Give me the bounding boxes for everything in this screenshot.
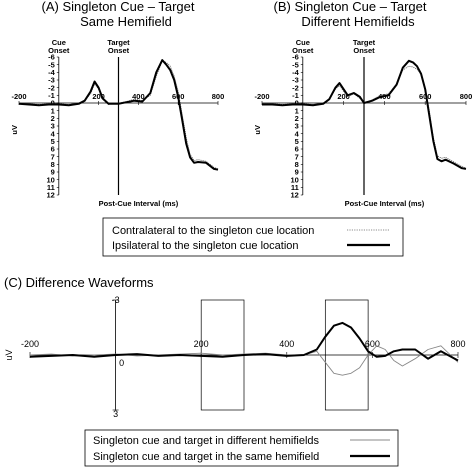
panel-a-subtitle: Same Hemifield <box>80 14 172 29</box>
panel-c-ytick-label-0: -3 <box>112 295 120 305</box>
panel-a-marker-label-0-0: Cue <box>52 38 66 47</box>
panel-a-ytick-label-3: -3 <box>48 76 55 85</box>
panel-b-ytick-label-9: 3 <box>295 122 299 131</box>
panel-a-ytick-label-8: 2 <box>51 114 55 123</box>
legend-bottom-box <box>84 429 399 467</box>
panel-b-marker-label-1-1: Onset <box>353 46 375 55</box>
panel-b-ytick-label-18: 12 <box>290 191 298 200</box>
panel-a-ytick-label-15: 9 <box>51 168 55 177</box>
panel-a-series-ipsilateral <box>18 59 219 171</box>
panel-b-ytick-label-4: -2 <box>292 83 299 92</box>
panel-c-series-same-hemifield <box>29 321 459 362</box>
panel-a-ytick-label-9: 3 <box>51 122 55 131</box>
panel-c-plot: -3 0 3 -200 200 400 600 800 uV <box>4 295 466 419</box>
panel-b-marker-label-0-0: Cue <box>296 38 310 47</box>
panel-a-ytick-label-12: 6 <box>51 145 55 154</box>
legend-top-label-ipsi: Ipsilateral to the singleton cue locatio… <box>112 240 299 252</box>
panel-c-xtick-label-2: 200 <box>194 339 209 349</box>
panel-b-ytick-label-13: 7 <box>295 152 299 161</box>
panel-b-xlabel: Post-Cue Interval (ms) <box>345 199 425 208</box>
panel-a-xtick-label-4: 800 <box>212 92 225 101</box>
legend-bottom-label-different: Singleton cue and target in different he… <box>93 435 320 447</box>
panel-a-xtick-label-2: 400 <box>132 92 145 101</box>
panel-b-ytick-label-1: -5 <box>292 60 299 69</box>
panel-c-xtick-label-5: 800 <box>450 339 465 349</box>
panel-b-ytick-label-7: 1 <box>295 106 299 115</box>
panel-b-title: (B) Singleton Cue – Target <box>274 0 427 14</box>
panel-a-ytick-label-1: -5 <box>48 60 55 69</box>
panel-c-ylabel: uV <box>4 349 14 360</box>
panel-a-ytick-label-2: -4 <box>48 68 55 77</box>
panel-b-xtick-label-1: 200 <box>337 92 350 101</box>
panel-c-xtick-label-0: -200 <box>21 339 39 349</box>
panel-b-ytick-label-3: -3 <box>292 76 299 85</box>
panel-a-ytick-label-13: 7 <box>51 152 55 161</box>
panel-a-ytick-label-18: 12 <box>46 191 54 200</box>
panel-a-xlabel: Post-Cue Interval (ms) <box>99 199 179 208</box>
panel-a-marker-label-1-0: Target <box>107 38 130 47</box>
panel-c-title: (C) Difference Waveforms <box>4 275 154 290</box>
legend-bottom: Singleton cue and target in different he… <box>84 429 399 467</box>
panel-c-xtick-label-4: 600 <box>365 339 380 349</box>
panel-a-ytick-label-0: -6 <box>48 53 55 62</box>
panel-a-title: (A) Singleton Cue – Target <box>42 0 195 14</box>
legend-bottom-label-same: Singleton cue and target in the same hem… <box>93 451 319 463</box>
panel-b-series-contralateral <box>262 65 467 169</box>
panel-b-ylabel: uV <box>253 125 262 135</box>
panel-b-marker-label-0-1: Onset <box>292 46 314 55</box>
panel-a-marker-label-0-1: Onset <box>48 46 70 55</box>
panel-a-ytick-label-16: 10 <box>46 175 54 184</box>
legend-top-label-contra: Contralateral to the singleton cue locat… <box>112 225 314 237</box>
panel-b-ytick-label-11: 5 <box>295 137 299 146</box>
panel-b-xtick-label-0: -200 <box>254 92 269 101</box>
panel-b-ytick-label-16: 10 <box>290 175 298 184</box>
panel-b-ytick-label-15: 9 <box>295 168 299 177</box>
panel-a-ytick-label-4: -2 <box>48 83 55 92</box>
panel-a-xtick-label-0: -200 <box>11 92 26 101</box>
panel-b-ytick-label-12: 6 <box>295 145 299 154</box>
panel-b-ytick-label-14: 8 <box>295 160 299 169</box>
panel-b-series-ipsilateral <box>262 59 467 170</box>
panel-c-xtick-label-3: 400 <box>279 339 294 349</box>
panel-c-ytick-label-2: 3 <box>113 409 118 419</box>
panel-b-ytick-label-5: -1 <box>292 91 299 100</box>
panel-a-ylabel: uV <box>10 125 19 135</box>
panel-a-marker-label-1-1: Onset <box>108 46 130 55</box>
panel-a-ytick-label-14: 8 <box>51 160 55 169</box>
panel-b-ytick-label-2: -4 <box>292 68 299 77</box>
legend-top: Contralateral to the singleton cue locat… <box>102 217 404 257</box>
panel-b-marker-label-1-0: Target <box>353 38 376 47</box>
panel-a-ytick-label-11: 5 <box>51 137 55 146</box>
panel-a-ytick-label-10: 4 <box>51 129 56 138</box>
panel-a-ytick-label-17: 11 <box>47 183 55 192</box>
panel-b-xtick-label-3: 600 <box>419 92 432 101</box>
panel-b-xtick-label-4: 800 <box>460 92 473 101</box>
panel-a-ytick-label-5: -1 <box>48 91 55 100</box>
panel-b-ytick-label-17: 11 <box>291 183 299 192</box>
panel-a-xtick-label-1: 200 <box>92 92 105 101</box>
panel-b-subtitle: Different Hemifields <box>301 14 415 29</box>
panel-b-ytick-label-8: 2 <box>295 114 299 123</box>
panel-c-ytick-label-1: 0 <box>119 358 124 368</box>
panel-a-ytick-label-7: 1 <box>51 106 55 115</box>
panel-b-ytick-label-10: 4 <box>295 129 300 138</box>
legend-top-box <box>102 217 404 257</box>
panel-b-ytick-label-0: -6 <box>292 53 299 62</box>
